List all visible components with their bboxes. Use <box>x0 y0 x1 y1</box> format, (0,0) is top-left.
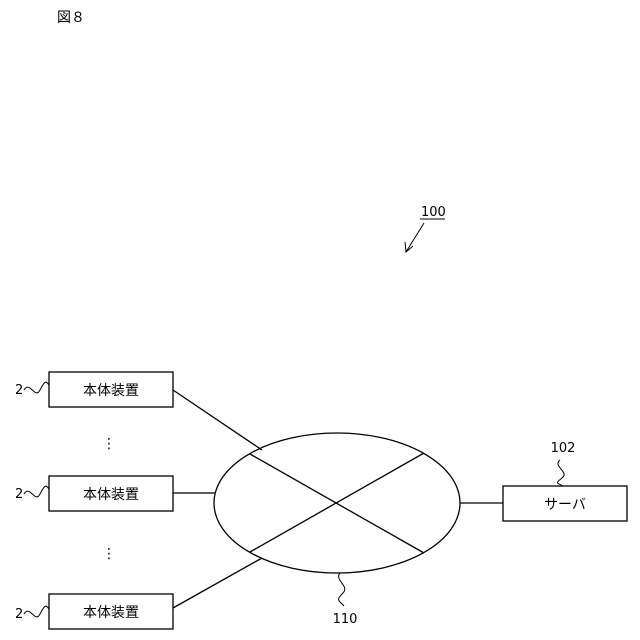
server-ref: 102 <box>551 441 576 456</box>
device-ref-2: 2 <box>15 487 23 502</box>
device-ref-3: 2 <box>15 607 23 622</box>
link-device-3 <box>173 558 262 608</box>
device-ref-leader-3 <box>24 606 49 617</box>
device-ref-1: 2 <box>15 383 23 398</box>
system-ref-arrow-shaft <box>406 223 424 252</box>
figure-label: 図８ <box>57 10 85 26</box>
network-cross-line-2 <box>250 453 424 552</box>
ellipsis-2: ⋮ <box>102 546 116 562</box>
device-label-2: 本体装置 <box>83 487 139 503</box>
server-label: サーバ <box>544 497 586 513</box>
link-device-1 <box>173 390 262 450</box>
device-label-1: 本体装置 <box>83 383 139 399</box>
device-label-3: 本体装置 <box>83 605 139 621</box>
network-ref: 110 <box>333 612 358 627</box>
system-ref-label: 100 <box>421 205 446 220</box>
network-ref-leader <box>339 573 345 606</box>
ellipsis-1: ⋮ <box>102 436 116 452</box>
network-cross-line-1 <box>250 454 424 553</box>
server-ref-leader <box>557 460 564 486</box>
device-ref-leader-2 <box>24 486 49 497</box>
device-ref-leader-1 <box>24 382 49 393</box>
